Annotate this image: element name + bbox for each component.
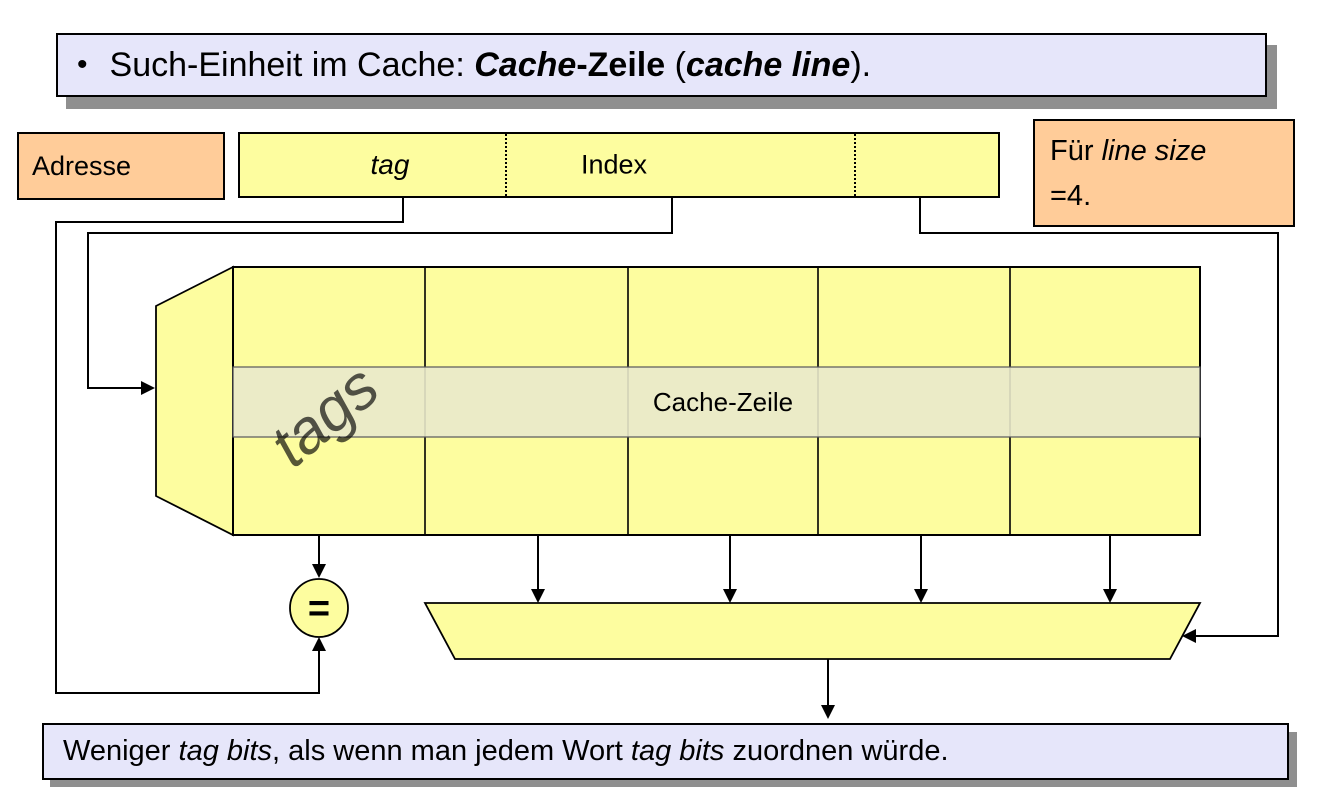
tag-connector-line xyxy=(55,198,404,694)
title-run: ). xyxy=(850,45,872,84)
offset-connector-arrowhead xyxy=(1182,629,1196,643)
cache-line-row xyxy=(232,366,1201,438)
equals-label: = xyxy=(308,588,330,630)
adresse-label: Adresse xyxy=(32,150,132,181)
column-arrowhead xyxy=(914,589,928,603)
bottom-run: tag bits xyxy=(178,735,273,767)
line-size-run: Für xyxy=(1050,135,1102,167)
index-field-label: Index xyxy=(580,149,648,180)
title-run: Such-Einheit im Cache: xyxy=(109,45,475,84)
mux-output-arrowhead xyxy=(821,705,835,719)
bottom-run: zuordnen würde. xyxy=(724,735,949,767)
field-divider xyxy=(854,134,856,196)
title-run: -Zeile xyxy=(576,45,666,84)
bottom-run: , als wenn man jedem Wort xyxy=(272,735,631,767)
adresse-box: Adresse xyxy=(17,132,225,200)
title-box: • Such-Einheit im Cache: Cache-Zeile (ca… xyxy=(56,33,1267,97)
column-arrowhead xyxy=(1103,589,1117,603)
address-field-box: tag Index xyxy=(238,132,1000,198)
offset-connector-line xyxy=(919,198,1279,637)
line-size-note-box: Für line size =4. xyxy=(1033,119,1295,227)
title-text: Such-Einheit im Cache: Cache-Zeile (cach… xyxy=(110,46,872,85)
tag-column-arrowhead xyxy=(312,564,326,578)
index-connector-line xyxy=(87,198,673,389)
index-connector-arrowhead xyxy=(141,381,155,395)
line-size-run: =4. xyxy=(1050,180,1092,212)
mux-shape xyxy=(423,602,1202,660)
title-run: cache line xyxy=(685,45,851,84)
tag-field-label: tag xyxy=(370,149,410,180)
tags-select-pentagon xyxy=(155,265,234,537)
field-divider xyxy=(505,134,507,196)
bottom-run: Weniger xyxy=(63,735,179,767)
tag-connector-arrowhead xyxy=(312,637,326,651)
cache-line-label: Cache-Zeile xyxy=(653,387,793,417)
line-size-run: line size xyxy=(1101,135,1207,167)
column-arrowhead xyxy=(531,589,545,603)
title-run: ( xyxy=(665,45,686,84)
bottom-note-box: Weniger tag bits, als wenn man jedem Wor… xyxy=(42,723,1289,780)
title-bullet: • xyxy=(77,48,88,81)
bottom-run: tag bits xyxy=(630,735,725,767)
title-run: Cache xyxy=(474,45,577,84)
column-arrowhead xyxy=(723,589,737,603)
